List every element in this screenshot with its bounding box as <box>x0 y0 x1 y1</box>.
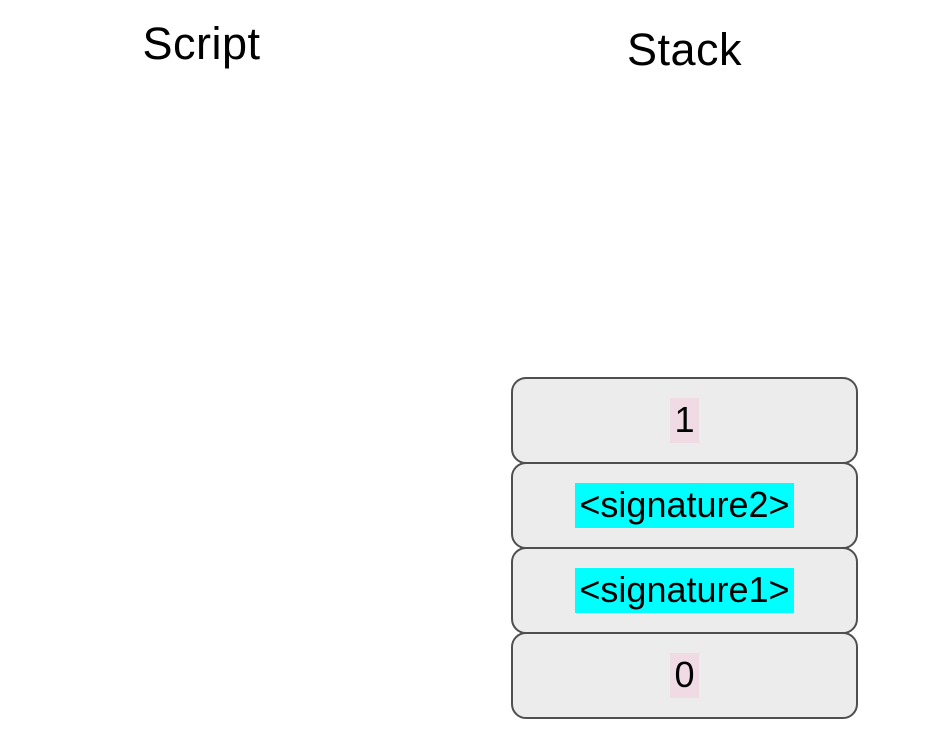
stack-value-signature: <signature2> <box>575 483 794 528</box>
stack-column-title: Stack <box>626 24 743 75</box>
stack-item: <signature2> <box>511 462 858 549</box>
script-column-title: Script <box>142 18 261 69</box>
stack-value-number: 0 <box>670 653 699 698</box>
stack-item-bottom: 0 <box>511 632 858 719</box>
stack-item: <signature1> <box>511 547 858 634</box>
stack-items-area: 1 <signature2> <signature1> 0 <box>511 377 858 719</box>
script-items-area <box>82 90 322 100</box>
stack-item-top: 1 <box>511 377 858 464</box>
stack-value-number: 1 <box>670 398 699 443</box>
stack-value-signature: <signature1> <box>575 568 794 613</box>
